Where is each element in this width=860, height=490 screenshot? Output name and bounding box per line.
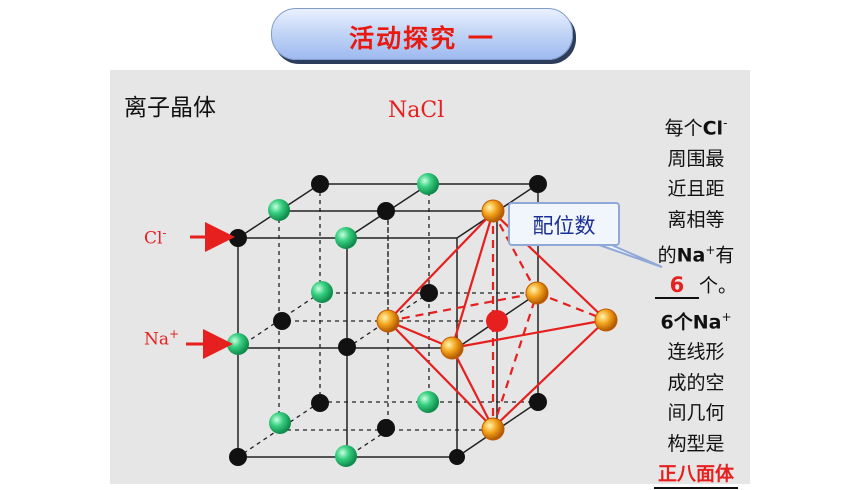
answer-blank-2: 正八面体 [653,461,738,490]
title-banner: 活动探究 一 [271,8,573,60]
panel-heading: 离子晶体 [124,95,216,121]
formula-label: NaCl [388,98,445,123]
title-text: 活动探究 一 [349,24,495,53]
na-ion-label: Na+ [144,327,180,350]
cl-ion-label: Cl- [144,226,167,249]
callout-text: 配位数 [532,214,596,238]
answer-blank-1: 6 [669,273,685,298]
coordination-number-callout: 配位数 [508,202,620,246]
